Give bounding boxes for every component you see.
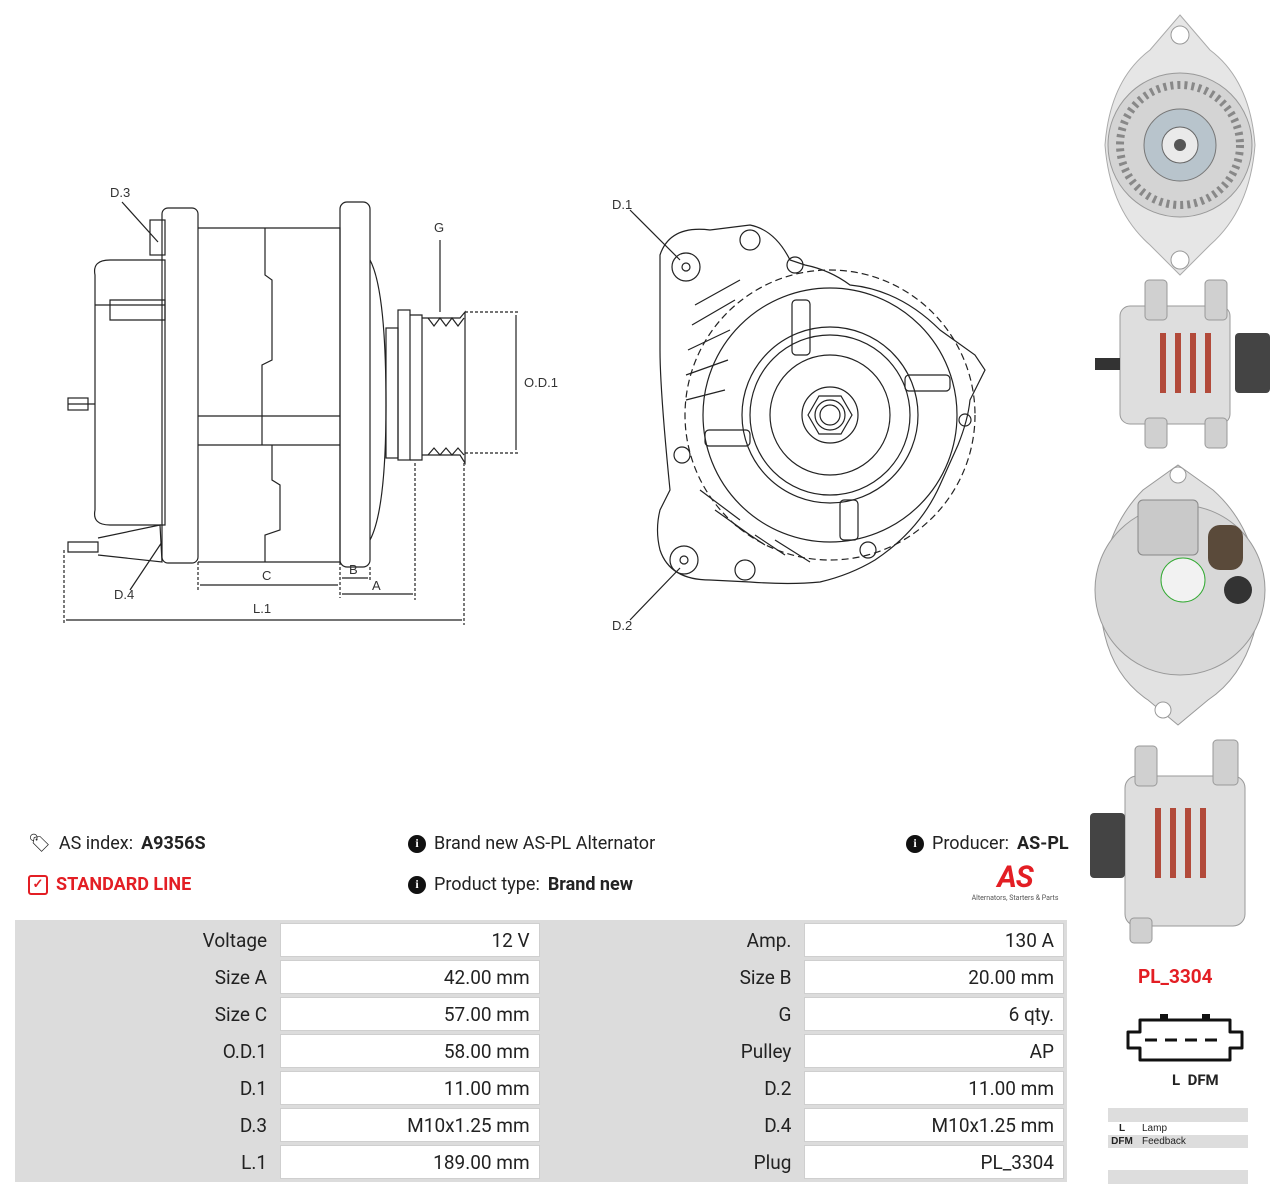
spec-key: Size B (542, 960, 802, 994)
product-photo-side-2 (1090, 739, 1246, 944)
spec-key: Size C (18, 997, 278, 1031)
spec-value: 11.00 mm (280, 1071, 540, 1105)
product-photo-front (1104, 14, 1256, 276)
producer-label: Producer: (932, 833, 1010, 854)
plug-pins-label: L DFM (1172, 1071, 1219, 1089)
plug-legend: L Lamp DFM Feedback (1108, 1108, 1248, 1184)
producer: i Producer: AS-PL (906, 833, 1069, 854)
spec-value: 11.00 mm (804, 1071, 1064, 1105)
spec-value: 57.00 mm (280, 997, 540, 1031)
spec-value: 189.00 mm (280, 1145, 540, 1179)
spec-key: O.D.1 (18, 1034, 278, 1068)
product-photo-side (1095, 279, 1270, 449)
legend-row: L Lamp (1118, 1123, 1168, 1134)
spec-key: Plug (542, 1145, 802, 1179)
label-g: G (434, 220, 444, 235)
spec-key: D.3 (18, 1108, 278, 1142)
spec-value: AP (804, 1034, 1064, 1068)
tag-icon: 🏷 (28, 833, 51, 854)
info-icon: i (408, 834, 426, 853)
spec-key: D.1 (18, 1071, 278, 1105)
product-type-value: Brand new (547, 874, 633, 895)
legend-row: DFM Feedback (1108, 1135, 1248, 1148)
spec-value: 42.00 mm (280, 960, 540, 994)
spec-key: D.2 (542, 1071, 802, 1105)
label-c: C (262, 568, 271, 583)
spec-key: Size A (18, 960, 278, 994)
logo-tagline: Alternators, Starters & Parts (971, 894, 1059, 902)
as-index-value: A9356S (141, 833, 206, 854)
label-l1: L.1 (253, 601, 271, 616)
label-b: B (349, 562, 358, 577)
front-view-drawing: D.1 D.2 (612, 197, 986, 633)
label-d3: D.3 (110, 185, 130, 200)
product-type-label: Product type: (434, 874, 540, 895)
label-d2: D.2 (612, 618, 632, 633)
label-d4: D.4 (114, 587, 134, 602)
spec-key: L.1 (18, 1145, 278, 1179)
plug-connector-icon (1126, 1014, 1244, 1062)
product-photo-rear (1094, 464, 1266, 726)
brand-logo: AS Alternators, Starters & Parts (965, 860, 1065, 903)
brand-text: Brand new AS-PL Alternator (434, 833, 656, 854)
as-index: 🏷 AS index: A9356S (28, 833, 206, 854)
as-index-label: AS index: (58, 833, 134, 854)
logo-mark: AS (997, 860, 1033, 895)
side-view-drawing: D.3 G O.D.1 C B A L.1 D.4 (63, 185, 558, 625)
spec-value: M10x1.25 mm (280, 1108, 540, 1142)
side-view-labels: D.3 G O.D.1 C B A L.1 D.4 (110, 185, 558, 616)
spec-value: M10x1.25 mm (804, 1108, 1064, 1142)
spec-key: Voltage (18, 923, 278, 957)
spec-key: Amp. (542, 923, 802, 957)
spec-value: 6 qty. (804, 997, 1064, 1031)
spec-key: G (542, 997, 802, 1031)
spec-value: 130 A (804, 923, 1064, 957)
label-a: A (372, 578, 381, 593)
spec-key: D.4 (542, 1108, 802, 1142)
line-label: STANDARD LINE (56, 874, 192, 895)
brand-info: i Brand new AS-PL Alternator (408, 833, 655, 854)
line-badge: ✓ STANDARD LINE (28, 874, 191, 895)
label-od1: O.D.1 (524, 375, 558, 390)
spec-value: 58.00 mm (280, 1034, 540, 1068)
spec-value: 20.00 mm (804, 960, 1064, 994)
spec-value: 12 V (280, 923, 540, 957)
info-icon: i (408, 875, 426, 894)
product-type: i Product type: Brand new (408, 874, 633, 895)
label-d1: D.1 (612, 197, 632, 212)
info-icon: i (906, 834, 924, 853)
plug-code: PL_3304 (1138, 965, 1213, 988)
spec-key: Pulley (542, 1034, 802, 1068)
producer-value: AS-PL (1017, 833, 1069, 854)
checkbox-icon: ✓ (28, 874, 48, 895)
spec-value: PL_3304 (804, 1145, 1064, 1179)
